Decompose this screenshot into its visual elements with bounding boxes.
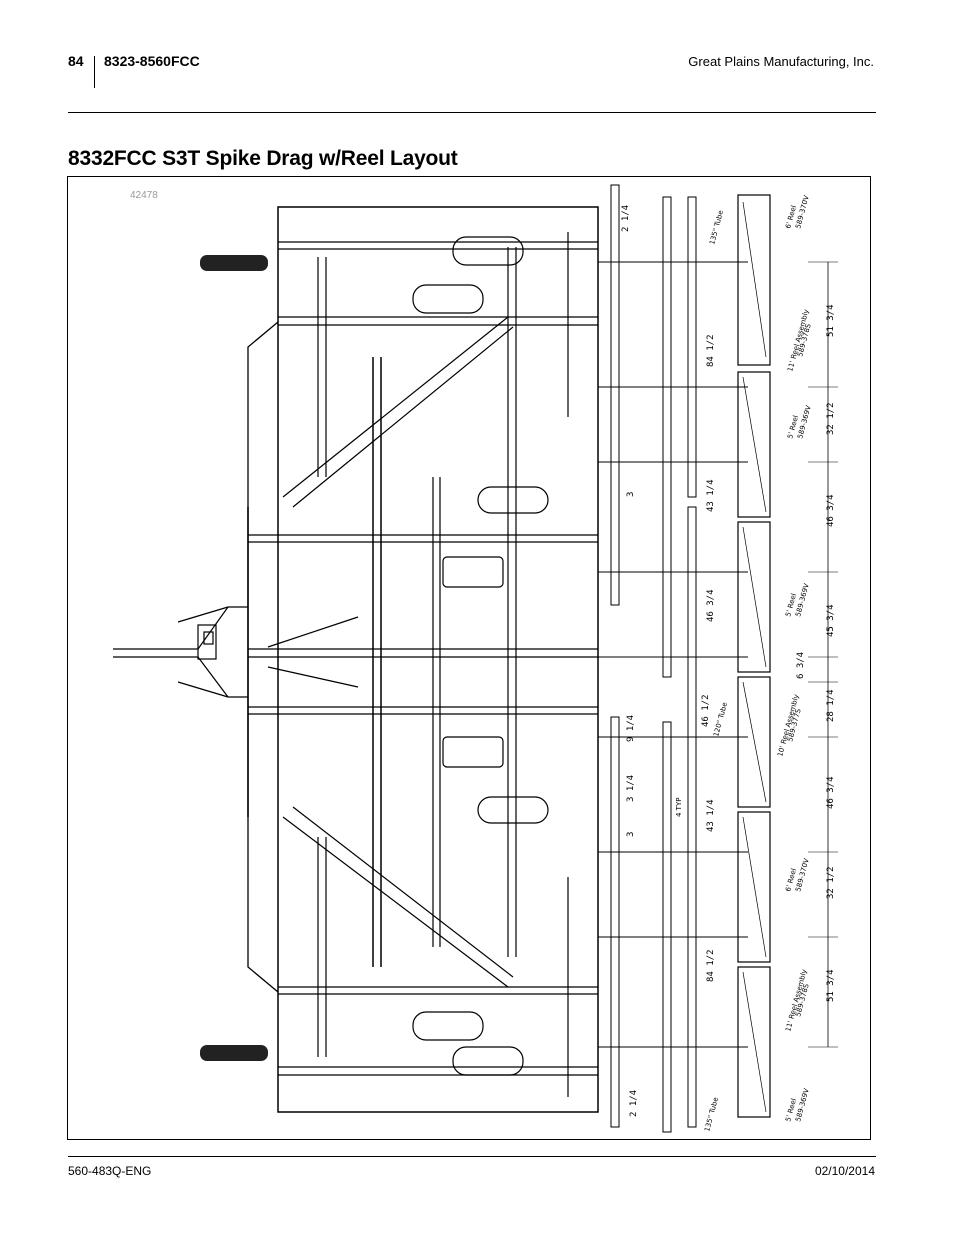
- dim-label: 43 1/4: [706, 799, 716, 832]
- company-name: Great Plains Manufacturing, Inc.: [688, 54, 874, 69]
- reel-part-number: 589-370V: [794, 857, 811, 892]
- reel-dim-label: 46 3/4: [826, 494, 836, 527]
- reel-part-number: 589-369V: [794, 582, 811, 617]
- dim-label: 3: [626, 492, 636, 497]
- dim-label: 43 1/4: [706, 479, 716, 512]
- reel-part-number: 589-370V: [794, 194, 811, 229]
- tube-label: 120" Tube: [712, 701, 729, 737]
- dim-label: 2 1/4: [621, 205, 631, 232]
- reel-dim-label: 32 1/2: [826, 402, 836, 435]
- model-number: 8323-8560FCC: [104, 53, 200, 69]
- tube-label: 135" Tube: [703, 1096, 720, 1132]
- dim-label: 2 1/4: [629, 1090, 639, 1117]
- header-rule: [68, 112, 876, 113]
- page-title: 8332FCC S3T Spike Drag w/Reel Layout: [68, 147, 458, 170]
- figure-ref-number: 42478: [130, 190, 158, 201]
- reel-dim-label: 28 1/4: [826, 689, 836, 722]
- reel-dim-label: 51 3/4: [826, 304, 836, 337]
- dim-label: 9 1/4: [626, 715, 636, 742]
- dim-label: 84 1/2: [706, 334, 716, 367]
- reel-dim-label: 51 3/4: [826, 969, 836, 1002]
- dim-label: 3 1/4: [626, 775, 636, 802]
- document-number: 560-483Q-ENG: [68, 1164, 152, 1178]
- reel-part-number: 589-369V: [796, 404, 813, 439]
- four-typ-label: 4 TYP: [675, 798, 683, 817]
- publication-date: 02/10/2014: [814, 1164, 875, 1178]
- footer-rule: [68, 1156, 876, 1157]
- reel-part-number: 589-369V: [794, 1087, 811, 1122]
- page-number: 84: [68, 53, 84, 69]
- dim-label: 84 1/2: [706, 949, 716, 982]
- dim-label: 46 1/2: [701, 694, 711, 727]
- reel-dim-label: 46 3/4: [826, 776, 836, 809]
- reel-dim-label: 32 1/2: [826, 866, 836, 899]
- dim-label: 3: [626, 832, 636, 837]
- spike-drag-layout-drawing: 2 1/4 84 1/2 3 43 1/4 46 3/4 9 1/4 46 1/…: [113, 184, 838, 1133]
- layout-figure: 42478: [67, 176, 871, 1140]
- reel-dim-label: 45 3/4: [826, 604, 836, 637]
- header-divider: [94, 56, 95, 88]
- dim-label: 46 3/4: [706, 589, 716, 622]
- reel-dim-label: 6 3/4: [796, 652, 806, 679]
- tube-label: 135" Tube: [708, 209, 725, 245]
